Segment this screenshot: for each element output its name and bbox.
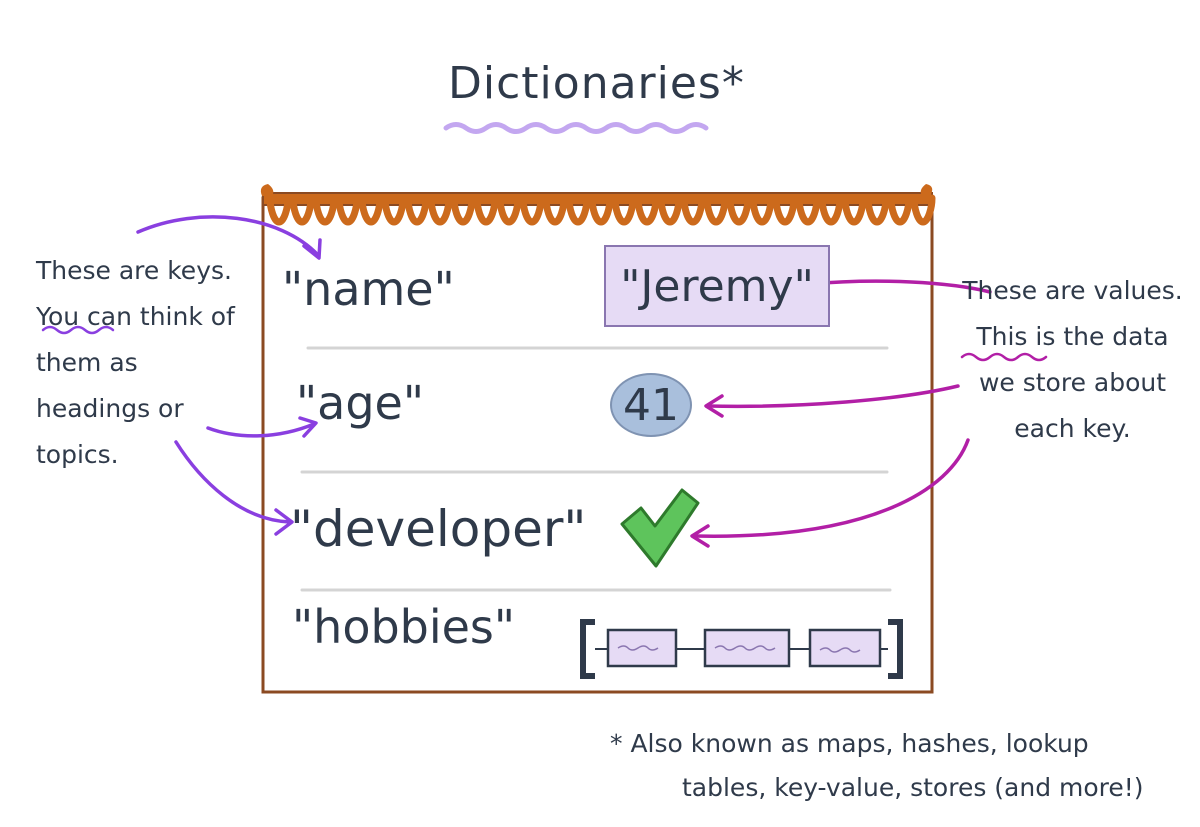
key-hobbies: "hobbies" — [292, 600, 516, 654]
value-age-bubble: 41 — [610, 373, 692, 437]
keys-explanation: These are keys. You can think of them as… — [36, 256, 235, 469]
value-age-text: 41 — [623, 379, 679, 431]
values-explanation: These are values. This is the data we st… — [962, 276, 1183, 443]
footnote: * Also known as maps, hashes, lookup tab… — [610, 722, 1190, 810]
footnote-line-1: * Also known as maps, hashes, lookup — [610, 729, 1089, 758]
page-title: Dictionaries* — [448, 58, 745, 109]
value-name-box: "Jeremy" — [604, 245, 830, 327]
values-underline — [960, 352, 1048, 362]
row-dividers — [300, 346, 892, 592]
footnote-line-2: tables, key-value, stores (and more!) — [682, 773, 1144, 802]
binding-rings — [266, 194, 936, 226]
key-name: "name" — [282, 262, 455, 316]
key-arrows — [136, 215, 322, 536]
hobbies-list-icon — [580, 619, 903, 679]
check-icon — [620, 488, 700, 568]
keys-underline — [41, 325, 115, 335]
key-developer: "developer" — [290, 500, 587, 558]
title-underline — [443, 122, 709, 134]
value-name-text: "Jeremy" — [620, 260, 814, 312]
key-age: "age" — [296, 376, 425, 430]
